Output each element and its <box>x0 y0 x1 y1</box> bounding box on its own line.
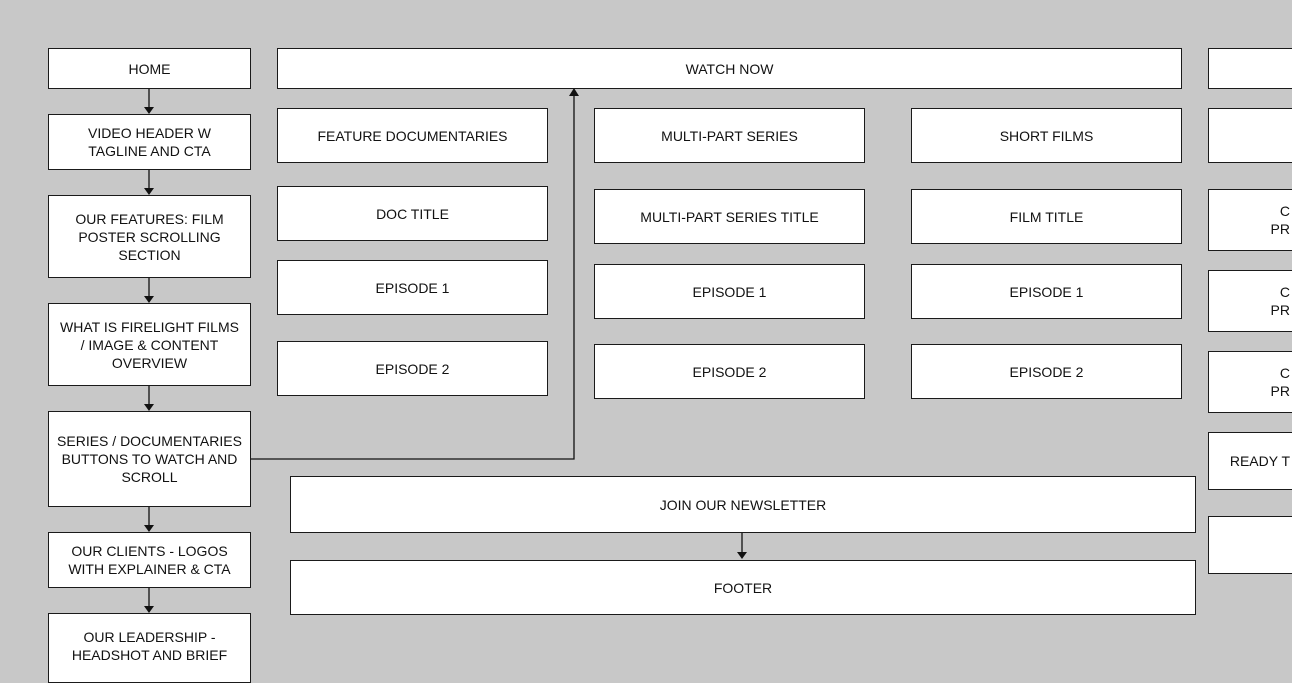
series-episode-2-node: EPISODE 2 <box>594 344 865 399</box>
our-leadership-node: OUR LEADERSHIP - HEADSHOT AND BRIEF <box>48 613 251 683</box>
film-title-node: FILM TITLE <box>911 189 1182 244</box>
doc-episode-2-node: EPISODE 2 <box>277 341 548 396</box>
series-episode-1-node: EPISODE 1 <box>594 264 865 319</box>
our-features-node: OUR FEATURES: FILM POSTER SCROLLING SECT… <box>48 195 251 278</box>
feature-documentaries-node: FEATURE DOCUMENTARIES <box>277 108 548 163</box>
right-column-label: C PR <box>1270 284 1290 318</box>
series-documentaries-node: SERIES / DOCUMENTARIES BUTTONS TO WATCH … <box>48 411 251 507</box>
short-films-node: SHORT FILMS <box>911 108 1182 163</box>
multi-part-series-node: MULTI-PART SERIES <box>594 108 865 163</box>
doc-episode-1-node: EPISODE 1 <box>277 260 548 315</box>
home-node: HOME <box>48 48 251 89</box>
right-column-node-3: C PR <box>1208 189 1292 251</box>
right-column-node-1 <box>1208 48 1292 89</box>
film-episode-2-node: EPISODE 2 <box>911 344 1182 399</box>
right-column-node-6: READY T <box>1208 432 1292 490</box>
watch-now-node: WATCH NOW <box>277 48 1182 89</box>
what-is-firelight-node: WHAT IS FIRELIGHT FILMS / IMAGE & CONTEN… <box>48 303 251 386</box>
connector-lines <box>144 88 747 613</box>
series-title-node: MULTI-PART SERIES TITLE <box>594 189 865 244</box>
right-column-label: C PR <box>1270 365 1290 399</box>
right-column-label: C PR <box>1270 203 1290 237</box>
right-column-label: READY T <box>1229 453 1290 469</box>
right-column-node-2 <box>1208 108 1292 163</box>
our-clients-node: OUR CLIENTS - LOGOS WITH EXPLAINER & CTA <box>48 532 251 588</box>
video-header-node: VIDEO HEADER W TAGLINE AND CTA <box>48 114 251 170</box>
newsletter-node: JOIN OUR NEWSLETTER <box>290 476 1196 533</box>
right-column-node-5: C PR <box>1208 351 1292 413</box>
film-episode-1-node: EPISODE 1 <box>911 264 1182 319</box>
right-column-node-7 <box>1208 516 1292 574</box>
doc-title-node: DOC TITLE <box>277 186 548 241</box>
footer-node: FOOTER <box>290 560 1196 615</box>
right-column-node-4: C PR <box>1208 270 1292 332</box>
